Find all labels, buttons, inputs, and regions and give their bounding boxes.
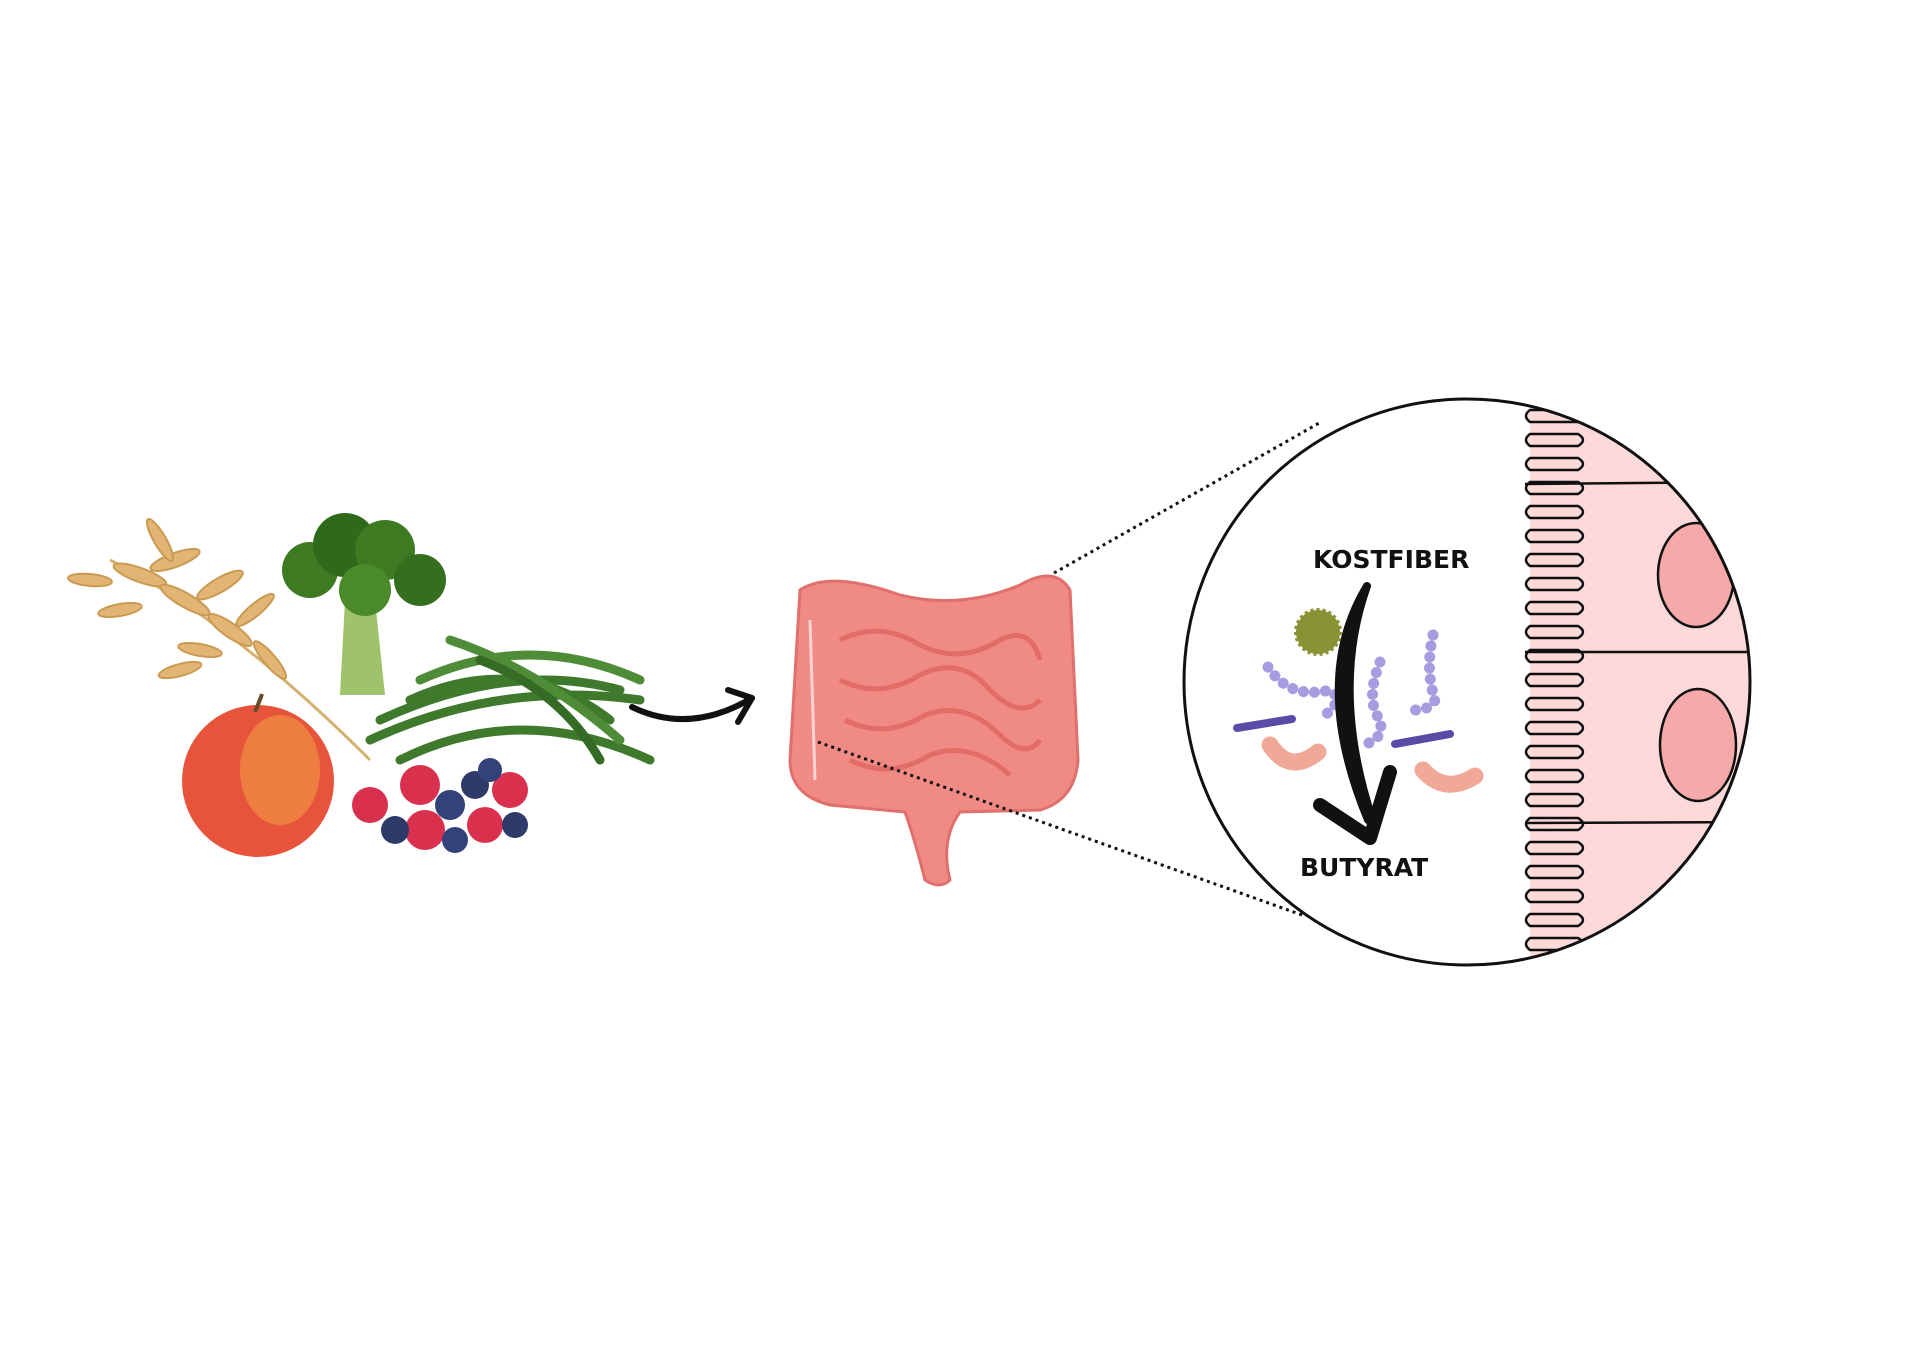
microvillus: [1524, 720, 1585, 736]
oats-illustration: [67, 518, 372, 762]
microvillus: [1524, 456, 1585, 472]
microvillus: [1524, 504, 1585, 520]
microvillus: [1524, 600, 1585, 616]
microvillus: [1524, 576, 1585, 592]
curved-arrow: [629, 687, 755, 725]
apple-illustration: [182, 693, 334, 857]
microvillus: [1524, 888, 1585, 904]
green-beans-illustration: [365, 635, 655, 765]
kostfiber-label: KOSTFIBER: [1313, 545, 1469, 574]
microvillus: [1524, 768, 1585, 784]
fermentation-arrow: [1313, 582, 1397, 845]
zoom-lines: [817, 420, 1322, 917]
cell-nucleus: [1656, 521, 1736, 629]
microvillus: [1524, 528, 1585, 544]
broccoli-illustration: [282, 513, 446, 695]
chain-bacteria: [1262, 629, 1441, 751]
microvillus: [1524, 696, 1585, 712]
berries-illustration: [352, 758, 528, 853]
microvillus: [1524, 960, 1585, 965]
microvillus: [1524, 432, 1585, 448]
microvillus: [1524, 792, 1585, 808]
microvillus: [1524, 552, 1585, 568]
microvillus: [1524, 840, 1585, 856]
intestine-illustration: [788, 574, 1080, 887]
rod-bacteria: [1233, 715, 1454, 748]
magnified-gut-view: KOSTFIBER BUTYRAT: [1182, 397, 1752, 967]
curved-bacteria: [1261, 736, 1484, 793]
cell-nucleus: [1658, 687, 1738, 803]
microvillus: [1524, 912, 1585, 928]
round-bacterium: [1294, 608, 1342, 656]
butyrat-label: BUTYRAT: [1300, 853, 1428, 882]
microvillus: [1524, 864, 1585, 880]
microvillus: [1524, 672, 1585, 688]
food-group: [67, 513, 655, 857]
microvillus: [1524, 744, 1585, 760]
microvillus: [1524, 624, 1585, 640]
